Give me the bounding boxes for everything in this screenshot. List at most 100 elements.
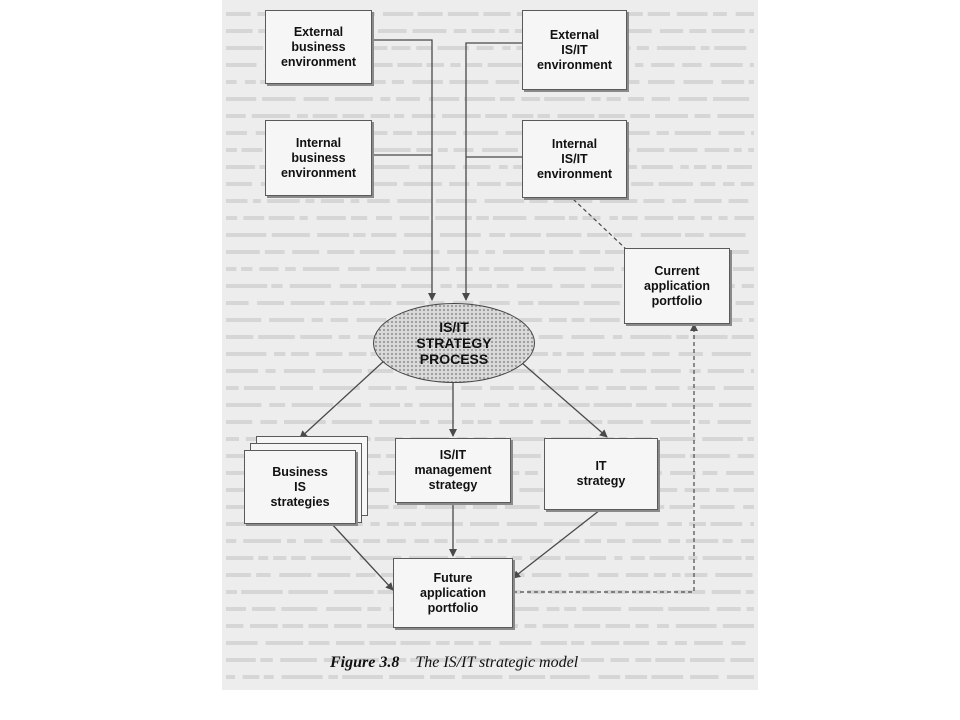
background-text-smudge: [625, 573, 649, 577]
background-text-smudge: [331, 420, 373, 424]
background-text-smudge: [368, 386, 391, 390]
background-text-smudge: [711, 165, 722, 169]
background-text-smudge: [375, 216, 393, 220]
background-text-smudge: [702, 437, 744, 441]
background-text-smudge: [636, 148, 665, 152]
background-text-smudge: [723, 386, 754, 390]
background-text-smudge: [676, 12, 708, 16]
background-text-smudge: [372, 165, 410, 169]
background-text-smudge: [560, 284, 585, 288]
background-text-smudge: [530, 267, 546, 271]
background-text-smudge: [540, 420, 561, 424]
background-text-smudge: [715, 573, 753, 577]
background-text-smudge: [636, 46, 649, 50]
background-text-smudge: [326, 607, 362, 611]
background-text-smudge: [694, 641, 723, 645]
background-text-smudge: [426, 63, 444, 67]
internal-isit-environment-label: Internal IS/IT environment: [536, 136, 612, 181]
background-text-smudge: [718, 403, 752, 407]
background-text-smudge: [688, 556, 698, 560]
background-text-smudge: [606, 97, 621, 101]
background-text-smudge: [327, 522, 363, 526]
background-text-smudge: [461, 386, 483, 390]
background-text-smudge: [226, 335, 254, 339]
background-text-smudge: [651, 675, 684, 679]
background-text-smudge: [733, 488, 754, 492]
background-text-smudge: [463, 165, 491, 169]
background-text-smudge: [508, 403, 519, 407]
background-text-smudge: [735, 301, 754, 305]
background-text-smudge: [591, 641, 620, 645]
background-text-smudge: [490, 386, 514, 390]
background-text-smudge: [707, 369, 744, 373]
background-text-smudge: [531, 573, 562, 577]
background-text-smudge: [259, 267, 279, 271]
background-text-smudge: [226, 505, 257, 509]
background-text-smudge: [241, 590, 283, 594]
background-text-smudge: [598, 114, 625, 118]
background-text-smudge: [440, 284, 452, 288]
background-text-smudge: [499, 165, 508, 169]
background-text-smudge: [353, 233, 366, 237]
background-text-smudge: [449, 182, 470, 186]
background-text-smudge: [622, 131, 650, 135]
background-text-smudge: [297, 114, 308, 118]
background-text-smudge: [437, 46, 469, 50]
background-text-smudge: [378, 29, 407, 33]
background-text-smudge: [373, 182, 397, 186]
background-text-smudge: [241, 267, 253, 271]
background-text-smudge: [424, 505, 466, 509]
background-text-smudge: [250, 624, 278, 628]
background-text-smudge: [417, 12, 443, 16]
background-text-smudge: [311, 556, 351, 560]
background-text-smudge: [461, 675, 503, 679]
background-text-smudge: [312, 114, 338, 118]
background-text-smudge: [376, 267, 406, 271]
background-text-smudge: [568, 573, 589, 577]
background-text-smudge: [628, 607, 664, 611]
background-text-smudge: [226, 301, 249, 305]
arrow-external-business-to-process: [372, 39, 436, 301]
background-text-smudge: [252, 199, 261, 203]
background-text-smudge: [415, 386, 454, 390]
background-text-smudge: [302, 267, 340, 271]
background-text-smudge: [400, 641, 431, 645]
background-text-smudge: [487, 63, 523, 67]
background-text-smudge: [640, 233, 682, 237]
background-text-smudge: [226, 284, 268, 288]
future-application-portfolio-box: Future application portfolio: [393, 558, 513, 628]
background-text-smudge: [750, 369, 754, 373]
background-text-smudge: [711, 352, 751, 356]
background-text-smudge: [495, 80, 520, 84]
background-text-smudge: [367, 624, 409, 628]
background-text-smudge: [585, 386, 599, 390]
background-text-smudge: [374, 437, 403, 441]
background-text-smudge: [478, 641, 491, 645]
background-text-smudge: [574, 624, 601, 628]
background-text-smudge: [674, 641, 687, 645]
background-text-smudge: [635, 624, 649, 628]
background-text-smudge: [717, 114, 754, 118]
background-text-smudge: [687, 386, 716, 390]
background-text-smudge: [391, 80, 404, 84]
background-text-smudge: [676, 335, 689, 339]
background-text-smudge: [689, 522, 706, 526]
background-text-smudge: [717, 250, 749, 254]
background-text-smudge: [226, 420, 253, 424]
background-text-smudge: [571, 318, 585, 322]
background-text-smudge: [460, 403, 476, 407]
background-text-smudge: [360, 46, 388, 50]
background-text-smudge: [330, 318, 348, 322]
background-text-smudge: [226, 46, 264, 50]
background-text-smudge: [482, 148, 518, 152]
background-text-smudge: [439, 233, 481, 237]
background-text-smudge: [499, 641, 532, 645]
background-text-smudge: [694, 165, 707, 169]
background-text-smudge: [226, 522, 246, 526]
background-text-smudge: [418, 165, 456, 169]
background-text-smudge: [593, 403, 632, 407]
background-text-smudge: [477, 182, 501, 186]
background-text-smudge: [385, 658, 407, 662]
background-text-smudge: [741, 284, 754, 288]
